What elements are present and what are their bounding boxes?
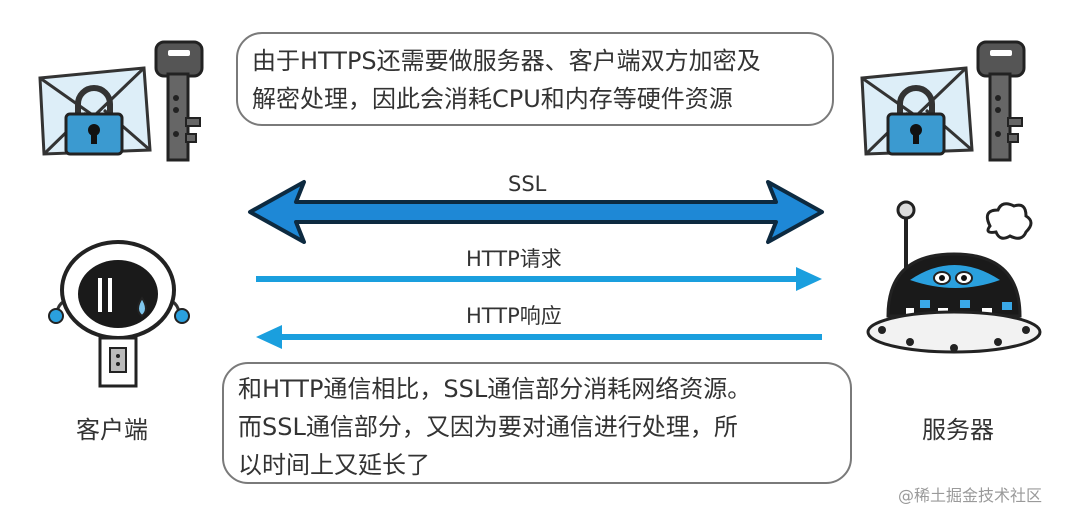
top-note-line2: 解密处理，因此会消耗CPU和内存等硬件资源: [252, 85, 733, 113]
ssl-label: SSL: [508, 172, 547, 196]
bottom-note-line2: 而SSL通信部分，又因为要对通信进行处理，所: [238, 413, 738, 441]
bottom-note: 和HTTP通信相比，SSL通信部分消耗网络资源。 而SSL通信部分，又因为要对通…: [222, 362, 852, 484]
server-robot-icon: [866, 200, 1042, 354]
envelope-lock-icon: [860, 66, 974, 156]
ssl-double-arrow: [248, 180, 824, 244]
client-label: 客户端: [76, 416, 148, 444]
top-note-line1: 由于HTTPS还需要做服务器、客户端双方加密及: [252, 47, 761, 75]
server-label: 服务器: [922, 416, 994, 444]
client-robot-icon: [48, 240, 190, 388]
watermark: @稀土掘金技术社区: [898, 486, 1043, 505]
bottom-note-line3: 以时间上又延长了: [238, 451, 430, 479]
key-icon: [976, 40, 1026, 162]
envelope-lock-icon: [38, 66, 152, 156]
top-note: 由于HTTPS还需要做服务器、客户端双方加密及 解密处理，因此会消耗CPU和内存…: [236, 32, 834, 126]
response-arrow: [256, 325, 822, 349]
response-label: HTTP响应: [466, 304, 562, 328]
bottom-note-line1: 和HTTP通信相比，SSL通信部分消耗网络资源。: [238, 375, 752, 403]
request-label: HTTP请求: [466, 247, 562, 271]
key-icon: [154, 40, 204, 162]
request-arrow: [256, 267, 822, 291]
